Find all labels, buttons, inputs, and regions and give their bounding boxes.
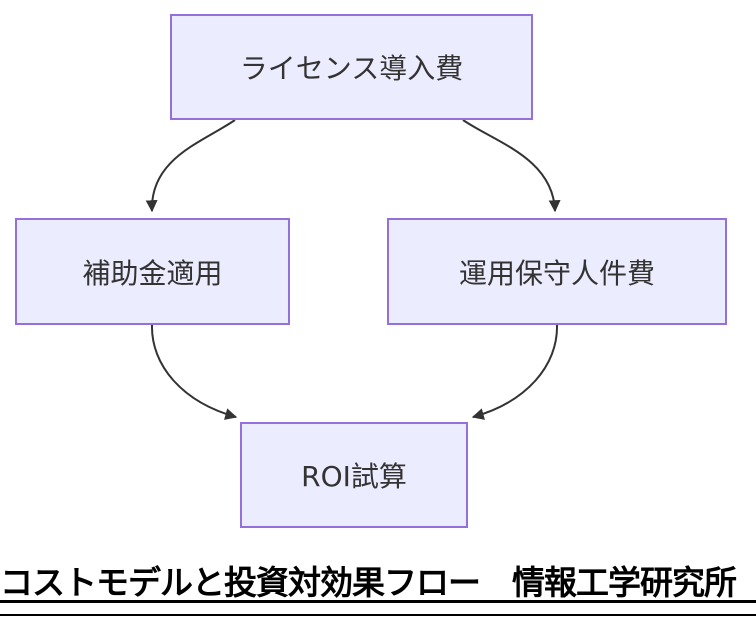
edge-subsidy-to-roi xyxy=(150,324,238,420)
edge-license-to-subsidy xyxy=(145,119,236,213)
node-subsidy-label: 補助金適用 xyxy=(82,256,223,290)
node-roi-estimation-label: ROI試算 xyxy=(301,460,407,493)
node-roi-estimation: ROI試算 xyxy=(240,422,468,528)
node-operation-maintenance-cost: 運用保守人件費 xyxy=(387,218,727,325)
node-license-cost-label: ライセンス導入費 xyxy=(239,52,464,85)
node-license-cost: ライセンス導入費 xyxy=(170,14,533,120)
node-operation-maintenance-cost-label: 運用保守人件費 xyxy=(458,256,655,290)
edge-opex-to-roi xyxy=(471,324,559,420)
edge-license-to-opex xyxy=(462,119,561,213)
node-subsidy: 補助金適用 xyxy=(15,218,290,325)
caption-underline xyxy=(0,600,756,603)
caption-text: コストモデルと投資対効果フロー 情報工学研究所 xyxy=(0,563,737,602)
bottom-rule xyxy=(0,614,756,616)
